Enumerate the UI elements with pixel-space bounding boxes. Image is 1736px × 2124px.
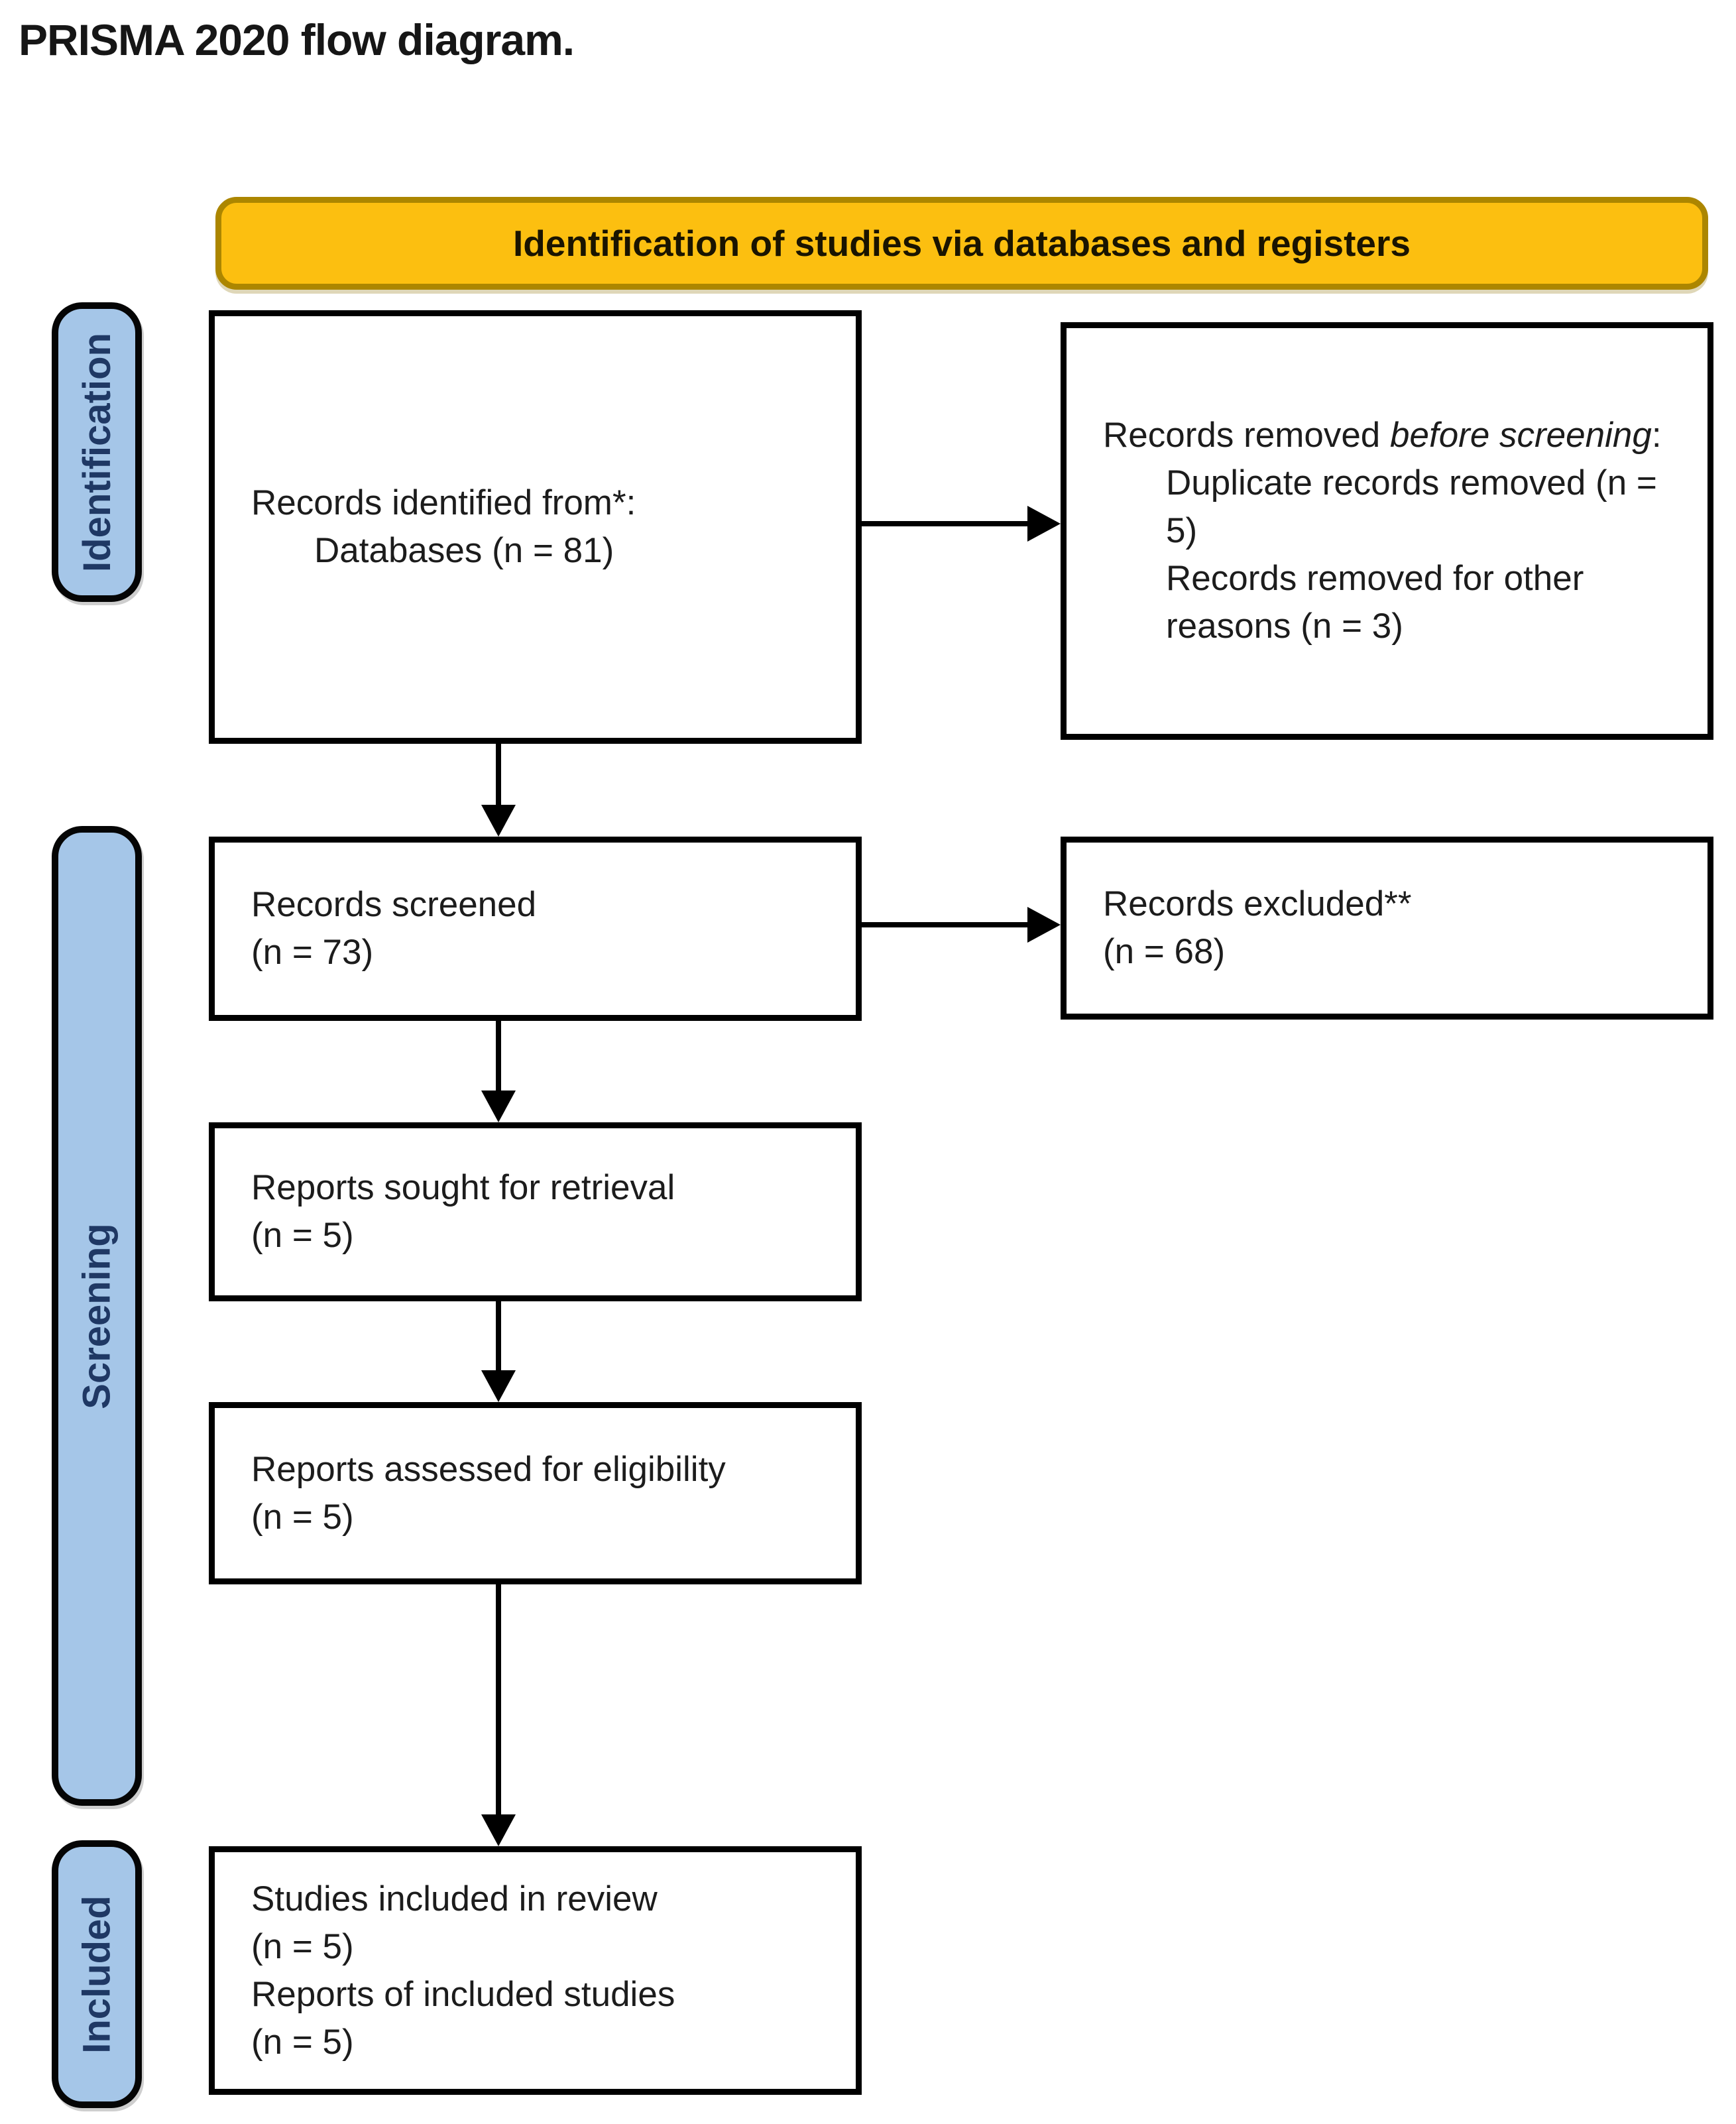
box-records-removed: Records removed before screening: Duplic… [1061, 322, 1713, 740]
box-records-removed-intro-suffix: : [1651, 416, 1662, 455]
box-reports-sought: Reports sought for retrieval (n = 5) [209, 1122, 862, 1301]
arrow-identified-to-screened-head [481, 805, 516, 837]
arrow-sought-to-assessed-head [481, 1370, 516, 1402]
box-reports-sought-line2: (n = 5) [251, 1216, 354, 1255]
arrow-sought-to-assessed-stem [496, 1301, 501, 1372]
stage-label-screening: Screening [52, 826, 142, 1806]
box-records-identified-line1: Records identified from*: [251, 483, 636, 522]
box-studies-included: Studies included in review (n = 5) Repor… [209, 1846, 862, 2095]
box-reports-assessed: Reports assessed for eligibility (n = 5) [209, 1402, 862, 1584]
box-records-removed-intro: Records removed before screening: [1103, 412, 1688, 459]
stage-label-included-text: Included [75, 1895, 119, 2054]
box-reports-assessed-line2: (n = 5) [251, 1497, 354, 1537]
box-records-excluded: Records excluded** (n = 68) [1061, 837, 1713, 1020]
arrow-screened-to-sought-stem [496, 1021, 501, 1092]
arrow-screened-to-excluded-stem [862, 922, 1031, 927]
box-studies-included-line2: (n = 5) [251, 1926, 354, 1966]
box-records-excluded-line2: (n = 68) [1103, 932, 1226, 971]
arrow-identified-to-screened-stem [496, 744, 501, 807]
arrow-screened-to-sought-head [481, 1091, 516, 1122]
arrow-identified-to-removed-head [1027, 506, 1061, 542]
box-records-identified: Records identified from*: Databases (n =… [209, 310, 862, 744]
box-records-removed-item-other: Records removed for other reasons (n = 3… [1166, 559, 1584, 646]
box-records-removed-intro-italic: before screening [1390, 416, 1652, 455]
stage-label-identification-text: Identification [75, 332, 119, 572]
stage-label-screening-text: Screening [75, 1222, 119, 1409]
box-records-removed-intro-prefix: Records removed [1103, 416, 1391, 455]
arrow-identified-to-removed-stem [862, 521, 1031, 526]
banner-label: Identification of studies via databases … [513, 223, 1411, 264]
box-studies-included-line1: Studies included in review [251, 1879, 658, 1918]
box-records-screened-line2: (n = 73) [251, 933, 374, 972]
box-records-excluded-line1: Records excluded** [1103, 884, 1412, 923]
box-records-identified-line2: Databases (n = 81) [314, 531, 614, 570]
box-studies-included-line3: Reports of included studies [251, 1974, 675, 2014]
box-reports-sought-line1: Reports sought for retrieval [251, 1168, 675, 1207]
box-records-screened: Records screened (n = 73) [209, 837, 862, 1021]
arrow-assessed-to-included-head [481, 1814, 516, 1846]
arrow-screened-to-excluded-head [1027, 907, 1061, 943]
arrow-assessed-to-included-stem [496, 1584, 501, 1816]
box-records-removed-item-duplicates: Duplicate records removed (n = 5) [1166, 463, 1657, 550]
banner-identification-of-studies: Identification of studies via databases … [215, 197, 1708, 290]
box-studies-included-line4: (n = 5) [251, 2022, 354, 2062]
page-title: PRISMA 2020 flow diagram. [19, 15, 575, 64]
stage-label-identification: Identification [52, 302, 142, 602]
box-reports-assessed-line1: Reports assessed for eligibility [251, 1449, 726, 1489]
box-records-screened-line1: Records screened [251, 885, 537, 924]
stage-label-included: Included [52, 1840, 142, 2108]
